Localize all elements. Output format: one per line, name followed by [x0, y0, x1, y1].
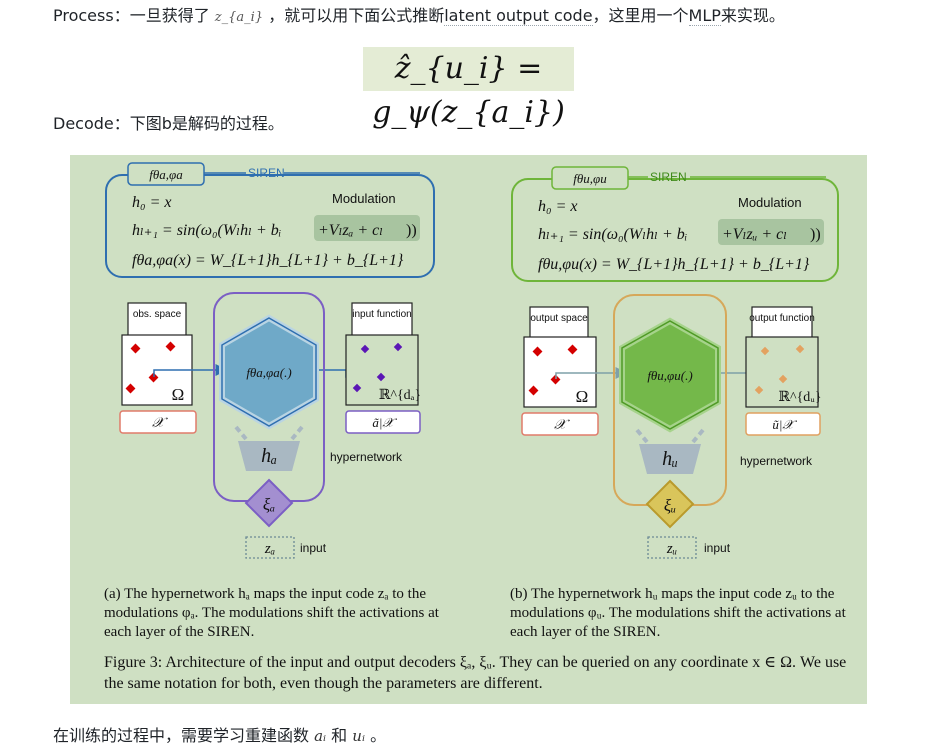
right-out-title: output function: [749, 313, 815, 324]
right-siren-tag: [551, 166, 629, 190]
right-modulation-label: Modulation: [738, 195, 802, 210]
right-siren-label: SIREN: [650, 170, 687, 184]
right-xi-label: ξᵤ: [664, 496, 676, 515]
outro-end: 。: [370, 726, 387, 745]
right-xi-diamond: [645, 479, 695, 529]
right-modulation-highlight: [718, 219, 824, 245]
right-connector-2: [691, 428, 705, 444]
outro-var-a: aᵢ: [314, 727, 327, 745]
right-hex-label: fθu,φu(.): [647, 368, 692, 383]
left-xi-diamond: [244, 478, 294, 528]
left-eq2-close: )): [406, 222, 417, 239]
decode-paragraph: Decode：下图b是解码的过程。: [53, 114, 284, 133]
left-out-symbol: ℝ^{dₐ}: [379, 388, 421, 403]
right-space-symbol: Ω: [576, 387, 589, 406]
left-modulation-label: Modulation: [332, 191, 396, 206]
left-arrow-in: [153, 364, 228, 377]
right-eq2-close: )): [810, 226, 821, 243]
caption-a: (a) The hypernetwork hₐ maps the input c…: [104, 586, 439, 640]
left-out-label-box: [345, 410, 421, 434]
right-output-points: [754, 344, 805, 395]
right-obs-points: [528, 344, 578, 396]
right-hexagon-outline: [621, 320, 719, 430]
left-eq3: fθa,φa(x) = W_{L+1}h_{L+1} + b_{L+1}: [132, 252, 404, 269]
left-siren-tag-text: fθa,φa: [149, 167, 183, 182]
process-var: z_{a_i}: [214, 10, 264, 25]
right-space-label: output space: [530, 313, 588, 324]
right-eq3: fθu,φu(x) = W_{L+1}h_{L+1} + b_{L+1}: [538, 256, 810, 273]
left-siren-box: [105, 174, 435, 278]
figure-caption: Figure 3: Architecture of the input and …: [104, 654, 847, 692]
right-connector-1: [635, 428, 649, 444]
left-out-box: [345, 334, 419, 406]
left-connector-1: [234, 425, 248, 441]
right-h-trapezoid: [639, 444, 701, 474]
outro-var-u: uᵢ: [352, 727, 365, 745]
left-xi-label: ξₐ: [263, 495, 275, 514]
right-z-label: zᵤ: [666, 541, 677, 557]
process-paragraph: Process：一旦获得了 z_{a_i} ，就可以用下面公式推断latent …: [53, 6, 785, 28]
right-space-tab: [529, 306, 589, 342]
right-h-label: hᵤ: [662, 448, 678, 470]
left-connector-2: [290, 425, 304, 441]
right-eq1: h₀ = x: [538, 198, 577, 215]
right-siren-box: [511, 178, 839, 282]
left-z-label: zₐ: [264, 541, 275, 557]
right-out-label: ũ|𝒳: [772, 417, 797, 432]
right-input-label: input: [704, 541, 731, 555]
figure-diagram: fθa,φa SIREN Modulation h₀ = x hₗ₊₁ = si…: [105, 162, 839, 559]
right-x-box: [521, 412, 599, 436]
right-siren-tag-text: fθu,φu: [573, 171, 607, 186]
left-z-box: [245, 536, 295, 559]
left-modulation-highlight: [314, 215, 420, 241]
outro-and: 和: [331, 726, 348, 745]
left-x-box: [119, 410, 197, 434]
left-out-label: ã|𝒳: [372, 415, 397, 430]
left-space-symbol: Ω: [172, 385, 185, 404]
left-eq1: h₀ = x: [132, 194, 171, 211]
process-prefix: Process：一旦获得了: [53, 6, 210, 25]
left-h-label: hₐ: [261, 445, 277, 467]
latent-output-code-link[interactable]: latent output code: [444, 6, 593, 26]
left-out-title: input function: [352, 309, 412, 320]
left-x-label: 𝒳: [152, 416, 168, 431]
process-mid: ，就可以用下面公式推断: [268, 6, 445, 25]
caption-b: (b) The hypernetwork hᵤ maps the input c…: [510, 586, 846, 640]
right-arrow-in: [555, 367, 628, 379]
equation-image: ẑ_{u_i} = g_ψ(z_{a_i}): [363, 47, 574, 130]
left-siren-label: SIREN: [248, 166, 285, 180]
left-space-label: obs. space: [133, 309, 182, 320]
left-hex-label: fθa,φa(.): [246, 365, 291, 380]
right-hypernetwork-label: hypernetwork: [740, 454, 813, 468]
left-input-points: [352, 342, 403, 393]
outro-paragraph: 在训练的过程中，需要学习重建函数 aᵢ 和 uᵢ 。: [53, 726, 386, 746]
left-hexagon-outline: [221, 317, 317, 427]
architecture-figure: fθa,φa SIREN Modulation h₀ = x hₗ₊₁ = si…: [70, 155, 867, 704]
right-eq2: hₗ₊₁ = sin(ω₀(Wₗhₗ + bᵢ: [538, 226, 687, 243]
right-out-label-box: [745, 412, 821, 436]
left-input-label: input: [300, 541, 327, 555]
left-siren-tag: [127, 162, 205, 186]
left-h-trapezoid: [238, 441, 300, 471]
right-out-tab: [751, 306, 813, 342]
right-out-box: [745, 336, 819, 408]
process-end: 来实现。: [720, 6, 785, 25]
outro-text: 在训练的过程中，需要学习重建函数: [53, 726, 310, 745]
process-suffix: ，这里用一个: [592, 6, 689, 25]
right-eq2-mod: +Vₗzᵤ + cₗ: [722, 226, 787, 243]
right-panel: fθu,φu SIREN Modulation h₀ = x hₗ₊₁ = si…: [511, 166, 839, 559]
right-x-label: 𝒳: [554, 418, 570, 433]
right-z-box: [647, 536, 697, 559]
left-hypernetwork-label: hypernetwork: [330, 450, 403, 464]
left-eq2-mod: +Vₗzₐ + cₗ: [318, 222, 383, 239]
right-out-symbol: ℝ^{dᵤ}: [778, 390, 821, 405]
left-eq2: hₗ₊₁ = sin(ω₀(Wₗhₗ + bᵢ: [132, 222, 281, 239]
left-panel: fθa,φa SIREN Modulation h₀ = x hₗ₊₁ = si…: [105, 162, 435, 559]
mlp-link[interactable]: MLP: [688, 6, 721, 26]
